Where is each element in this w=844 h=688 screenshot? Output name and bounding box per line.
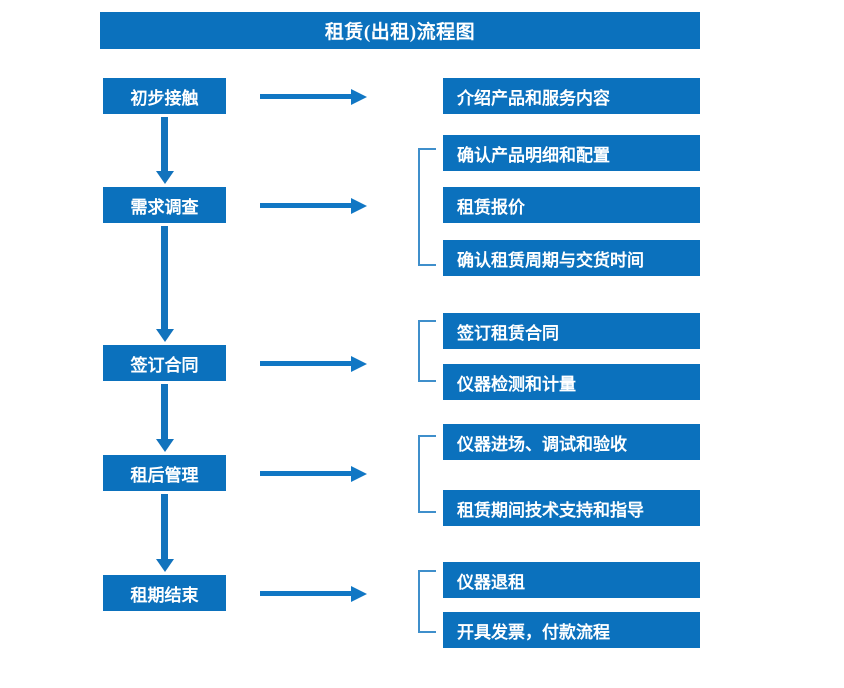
detail-node-lease-end-2[interactable]: 开具发票，付款流程 — [443, 612, 700, 648]
group-bracket-requirement-survey — [418, 148, 436, 266]
detail-node-requirement-survey-3[interactable]: 确认租赁周期与交货时间 — [443, 240, 700, 276]
right-arrow-icon-requirement-survey — [260, 203, 352, 208]
stage-node-lease-end[interactable]: 租期结束 — [103, 575, 226, 611]
detail-node-initial-contact-1[interactable]: 介绍产品和服务内容 — [443, 78, 700, 114]
detail-node-requirement-survey-2[interactable]: 租赁报价 — [443, 187, 700, 223]
detail-node-sign-contract-1[interactable]: 签订租赁合同 — [443, 313, 700, 349]
group-bracket-sign-contract — [418, 320, 436, 382]
stage-node-post-rental-mgmt[interactable]: 租后管理 — [103, 455, 226, 491]
page-title: 租赁(出租)流程图 — [100, 12, 700, 49]
down-arrow-icon-post-rental-mgmt-to-lease-end — [161, 494, 168, 560]
right-arrow-icon-sign-contract — [260, 361, 352, 366]
detail-node-post-rental-mgmt-2[interactable]: 租赁期间技术支持和指导 — [443, 490, 700, 526]
detail-node-lease-end-1[interactable]: 仪器退租 — [443, 562, 700, 598]
stage-node-requirement-survey[interactable]: 需求调查 — [103, 187, 226, 223]
detail-node-requirement-survey-1[interactable]: 确认产品明细和配置 — [443, 135, 700, 171]
down-arrow-icon-requirement-survey-to-sign-contract — [161, 226, 168, 330]
down-arrow-icon-initial-contact-to-requirement-survey — [161, 117, 168, 172]
stage-node-sign-contract[interactable]: 签订合同 — [103, 345, 226, 381]
down-arrow-icon-sign-contract-to-post-rental-mgmt — [161, 384, 168, 440]
group-bracket-lease-end — [418, 570, 436, 633]
group-bracket-post-rental-mgmt — [418, 435, 436, 513]
stage-node-initial-contact[interactable]: 初步接触 — [103, 78, 226, 114]
right-arrow-icon-post-rental-mgmt — [260, 471, 352, 476]
detail-node-sign-contract-2[interactable]: 仪器检测和计量 — [443, 364, 700, 400]
detail-node-post-rental-mgmt-1[interactable]: 仪器进场、调试和验收 — [443, 424, 700, 460]
right-arrow-icon-initial-contact — [260, 94, 352, 99]
right-arrow-icon-lease-end — [260, 591, 352, 596]
